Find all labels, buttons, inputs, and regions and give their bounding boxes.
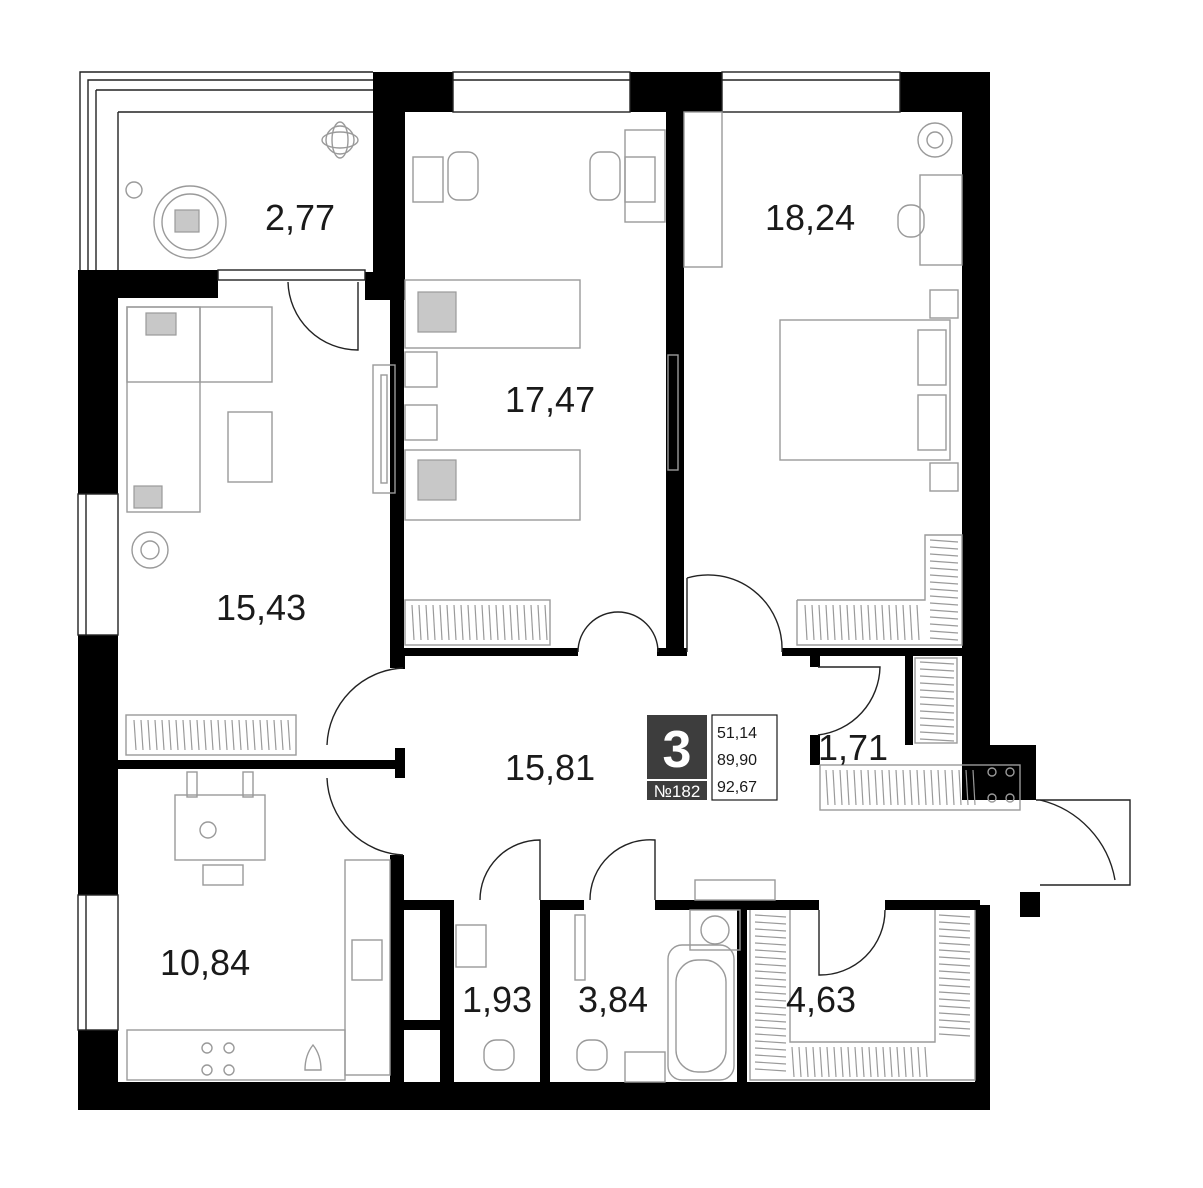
bathroom-furniture: [455, 879, 776, 1083]
room-area-toilet: 1,93: [462, 979, 532, 1020]
rooms-count: 3: [663, 721, 692, 779]
storage-furniture: [819, 657, 1021, 811]
kitchen-furniture: [126, 771, 391, 1081]
windows: [77, 71, 1131, 1031]
wardrobe-hatching: [133, 539, 976, 1078]
room-area-storage: 1,71: [818, 727, 888, 768]
area-living: 51,14: [717, 725, 757, 742]
doors: [287, 281, 1116, 976]
master-bedroom-furniture: [683, 111, 963, 646]
balcony-furniture: [125, 121, 359, 259]
wardrobe-furniture: [749, 910, 976, 1081]
apartment-number-badge: [647, 781, 707, 800]
room-area-balcony: 2,77: [265, 197, 335, 238]
rooms-count-badge: [647, 715, 707, 779]
apartment-summary: 3 №182 51,14 89,90 92,67: [647, 714, 778, 801]
room-area-wardrobe: 4,63: [786, 979, 856, 1020]
room-area-kitchen: 10,84: [160, 942, 250, 983]
room-area-kids-bedroom: 17,47: [505, 379, 595, 420]
area-total: 89,90: [717, 752, 757, 769]
room-area-living-room: 15,43: [216, 587, 306, 628]
exterior-walls: [78, 72, 1040, 1110]
area-total-with-balcony: 92,67: [717, 779, 757, 796]
room-area-hall: 15,81: [505, 747, 595, 788]
room-labels: 2,77 17,47 18,24 15,43 15,81 1,71 10,84 …: [160, 197, 888, 1020]
interior-walls: [118, 112, 980, 1110]
room-area-master-bedroom: 18,24: [765, 197, 855, 238]
living-room-furniture: [125, 306, 396, 756]
apartment-number: №182: [654, 782, 701, 801]
room-area-bathroom: 3,84: [578, 979, 648, 1020]
kids-room-furniture: [404, 129, 679, 646]
